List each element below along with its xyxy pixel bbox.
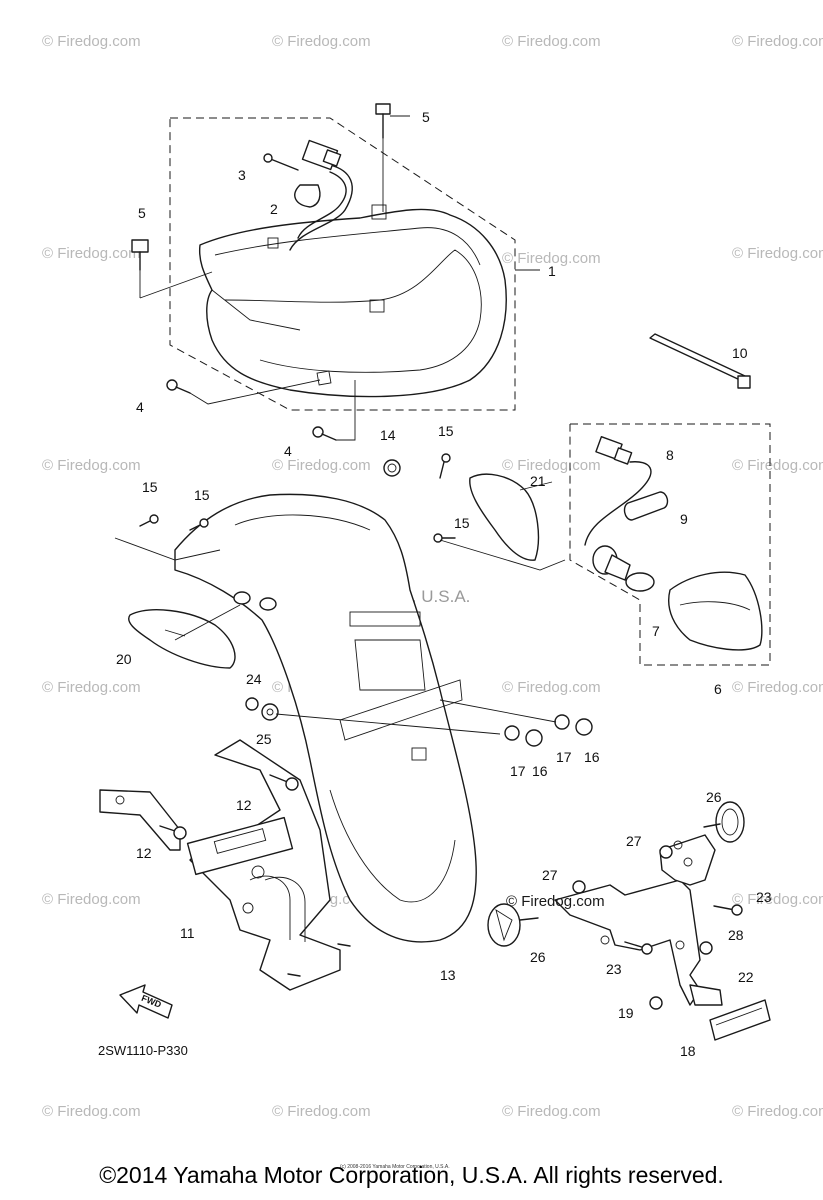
callout-10[interactable]: 10 — [732, 345, 748, 361]
watermark: © Firedog.com — [272, 33, 371, 50]
callout-3[interactable]: 3 — [238, 167, 246, 183]
watermark: © Firedog.com — [732, 891, 823, 908]
watermark: © Firedog.com — [732, 245, 823, 262]
callout-1[interactable]: 1 — [548, 263, 556, 279]
watermark: © Firedog.com — [732, 457, 823, 474]
callout-25[interactable]: 25 — [256, 731, 272, 747]
callout-16[interactable]: 16 — [532, 763, 548, 779]
callout-7[interactable]: 7 — [652, 623, 660, 639]
watermark: © Firedog.com — [502, 250, 601, 267]
callout-26[interactable]: 26 — [530, 949, 546, 965]
callout-26[interactable]: 26 — [706, 789, 722, 805]
watermark: © Firedog.com — [732, 1103, 823, 1120]
callout-4[interactable]: 4 — [136, 399, 144, 415]
callout-15[interactable]: 15 — [438, 423, 454, 439]
callout-15[interactable]: 15 — [454, 515, 470, 531]
callout-15[interactable]: 15 — [142, 479, 158, 495]
callout-27[interactable]: 27 — [626, 833, 642, 849]
watermark: © Firedog.com — [42, 679, 141, 696]
callout-23[interactable]: 23 — [606, 961, 622, 977]
watermark: © Firedog.com — [42, 891, 141, 908]
callouts: 1 2 3 4 4 5 5 6 7 8 9 10 11 12 12 13 14 … — [116, 109, 772, 1059]
callout-23[interactable]: 23 — [756, 889, 772, 905]
callout-12[interactable]: 12 — [236, 797, 252, 813]
callout-19[interactable]: 19 — [618, 1005, 634, 1021]
watermark: © Firedog.com — [502, 679, 601, 696]
cable-tie — [649, 333, 751, 389]
callout-8[interactable]: 8 — [666, 447, 674, 463]
tail-light-assembly — [131, 103, 540, 441]
callout-22[interactable]: 22 — [738, 969, 754, 985]
collars-nuts — [245, 697, 593, 747]
small-fasteners — [114, 453, 566, 611]
watermark: © Firedog.com — [732, 33, 823, 50]
callout-4[interactable]: 4 — [284, 443, 292, 459]
watermark: © Firedog.com — [502, 457, 601, 474]
callout-13[interactable]: 13 — [440, 967, 456, 983]
callout-17[interactable]: 17 — [556, 749, 572, 765]
callout-18[interactable]: 18 — [680, 1043, 696, 1059]
callout-2[interactable]: 2 — [270, 201, 278, 217]
watermark: © Firedog.com — [42, 33, 141, 50]
callout-24[interactable]: 24 — [246, 671, 262, 687]
side-covers — [128, 473, 553, 669]
license-bracket — [99, 739, 351, 991]
callout-11[interactable]: 11 — [180, 925, 195, 941]
reflector-assembly — [487, 801, 771, 1041]
callout-5[interactable]: 5 — [138, 205, 146, 221]
watermark: © Firedog.com — [732, 679, 823, 696]
callout-5[interactable]: 5 — [422, 109, 430, 125]
diagram-code: 2SW1110-P330 — [98, 1043, 188, 1058]
callout-21[interactable]: 21 — [530, 473, 546, 489]
copyright-footer: ©2014 Yamaha Motor Corporation, U.S.A. A… — [99, 1162, 724, 1188]
hotspot-link[interactable]: © Firedog.com — [506, 893, 605, 910]
callout-27[interactable]: 27 — [542, 867, 558, 883]
watermark: © Firedog.com — [502, 33, 601, 50]
watermark: © Firedog.com — [272, 457, 371, 474]
flasher-assembly — [569, 423, 771, 666]
callout-17[interactable]: 17 — [510, 763, 526, 779]
callout-12[interactable]: 12 — [136, 845, 152, 861]
callout-15[interactable]: 15 — [194, 487, 210, 503]
callout-9[interactable]: 9 — [680, 511, 688, 527]
callout-20[interactable]: 20 — [116, 651, 132, 667]
callout-14[interactable]: 14 — [380, 427, 396, 443]
watermark: © Firedog.com — [42, 457, 141, 474]
watermark: © Firedog.com — [42, 245, 141, 262]
watermark: © Firedog.com — [502, 1103, 601, 1120]
tiny-copyright: (c) 2008-2016 Yamaha Motor Corporation, … — [340, 1164, 450, 1170]
watermark: © Firedog.com — [42, 1103, 141, 1120]
callout-16[interactable]: 16 — [584, 749, 600, 765]
callout-28[interactable]: 28 — [728, 927, 744, 943]
callout-6[interactable]: 6 — [714, 681, 722, 697]
fwd-arrow: FWD — [119, 984, 173, 1019]
watermark: © Firedog.com — [272, 1103, 371, 1120]
